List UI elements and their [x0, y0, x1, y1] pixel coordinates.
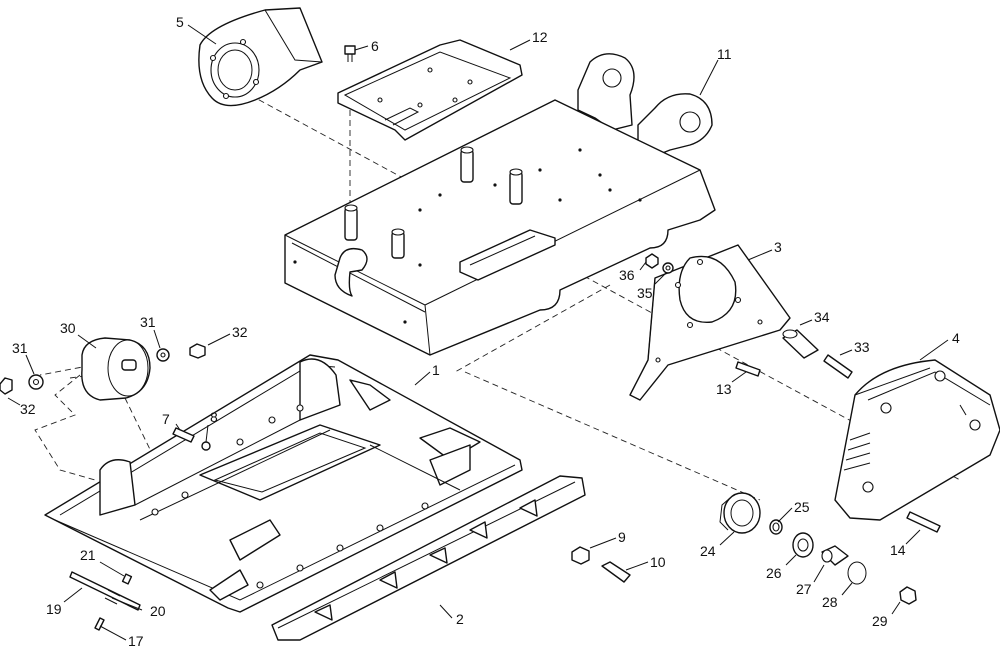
part-19-scraper-blade — [69, 571, 141, 611]
leader-lines — [7, 24, 949, 641]
callout-24: 24 — [700, 543, 716, 559]
callout-6: 6 — [371, 38, 379, 54]
part-11-lifting-eyes — [577, 53, 713, 161]
part-4-belt-guard — [834, 359, 1000, 521]
part-1-bottom-plate — [44, 354, 523, 613]
callout-17: 17 — [128, 633, 144, 649]
callout-19: 19 — [46, 601, 62, 617]
callout-14: 14 — [890, 542, 906, 558]
part-9-nut — [571, 546, 590, 565]
part-24-bearing-housing — [719, 492, 761, 534]
part-28-circlip — [847, 561, 867, 585]
callout-28: 28 — [822, 594, 838, 610]
part-34-spacer — [782, 329, 819, 359]
callout-35: 35 — [637, 285, 653, 301]
part-20-clip — [104, 589, 121, 605]
part-30-rubber-buffer — [81, 337, 151, 401]
part-13-bolt — [735, 361, 761, 377]
part-32-nut-left — [0, 377, 13, 395]
part-32-nut-right — [189, 343, 206, 359]
callout-1: 1 — [432, 362, 440, 378]
part-10-bolt — [601, 561, 631, 583]
callout-7: 7 — [162, 411, 170, 427]
part-27-bushing — [821, 545, 849, 566]
callout-13: 13 — [716, 381, 732, 397]
callout-11: 11 — [717, 46, 732, 62]
callout-32-right: 32 — [232, 324, 248, 340]
part-6-bolt — [344, 45, 356, 62]
callout-4: 4 — [952, 330, 960, 346]
callout-3: 3 — [774, 239, 782, 255]
part-29-screw — [899, 586, 917, 605]
part-8-washer — [201, 441, 211, 451]
callout-9: 9 — [618, 529, 626, 545]
callout-29: 29 — [872, 613, 888, 629]
part-5-bellows-cover — [198, 7, 323, 107]
part-31-washer-right — [156, 348, 170, 362]
part-21-pin — [121, 573, 133, 585]
callout-20: 20 — [150, 603, 166, 619]
callout-36: 36 — [619, 267, 635, 283]
callout-31-left: 31 — [12, 340, 28, 356]
part-14-bolt — [906, 511, 941, 533]
callout-21: 21 — [80, 547, 96, 563]
part-33-bolt — [823, 354, 853, 379]
upper-frame-housing — [284, 99, 716, 356]
callout-8: 8 — [210, 409, 218, 425]
callout-2: 2 — [456, 611, 464, 627]
callout-labels: 5 6 12 11 3 36 35 34 33 4 13 30 31 32 31… — [12, 14, 960, 649]
callout-27: 27 — [796, 581, 812, 597]
callout-10: 10 — [650, 554, 666, 570]
part-36-nut — [645, 253, 659, 269]
callout-33: 33 — [854, 339, 870, 355]
part-35-washer — [662, 262, 674, 274]
callout-31-right: 31 — [140, 314, 156, 330]
part-7-bolt — [172, 427, 195, 443]
callout-30: 30 — [60, 320, 76, 336]
callout-32-left: 32 — [20, 401, 36, 417]
part-17-screw — [94, 617, 105, 631]
part-25-oring — [769, 519, 783, 535]
callout-34: 34 — [814, 309, 830, 325]
callout-5: 5 — [176, 14, 184, 30]
part-3-exciter-bracket — [629, 244, 791, 401]
part-2-side-rail — [271, 475, 586, 641]
part-26-bearing — [792, 532, 814, 558]
callout-25: 25 — [794, 499, 810, 515]
callout-26: 26 — [766, 565, 782, 581]
part-31-washer-left — [28, 374, 44, 390]
part-12-bracket-plate — [337, 39, 523, 141]
callout-12: 12 — [532, 29, 548, 45]
